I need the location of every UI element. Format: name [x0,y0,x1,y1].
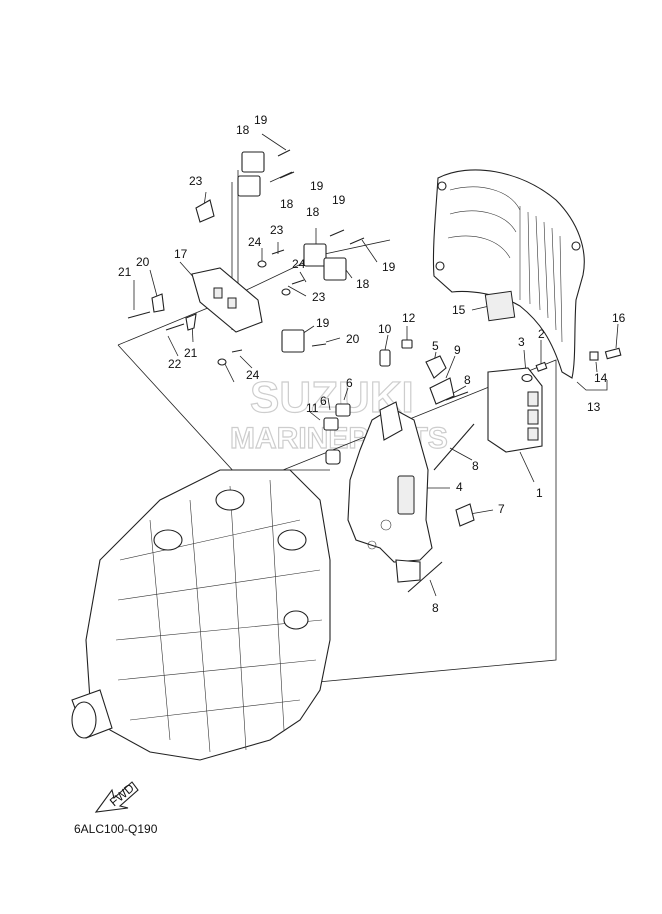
callout: 19 [332,193,346,207]
callout: 18 [236,123,250,137]
sensor-parts [323,339,475,527]
callout: 19 [254,113,268,127]
callout: 20 [136,255,150,269]
callout: 24 [292,257,306,271]
callout: 6 [346,376,353,390]
callout: 20 [346,332,360,346]
callout: 23 [189,174,203,188]
callout: 23 [270,223,284,237]
callout: 3 [518,335,525,349]
ecu-unit [487,367,543,453]
callout: 9 [454,343,461,357]
callout: 18 [356,277,370,291]
callout: 21 [118,265,132,279]
callout: 7 [498,502,505,516]
diagram-code: 6ALC100-Q190 [74,822,158,836]
callout: 5 [432,339,439,353]
callout: 10 [378,322,392,336]
callout: 11 [306,401,319,415]
callout: 2 [538,327,545,341]
callout: 17 [174,247,188,261]
small-fasteners [521,347,622,383]
relays [237,149,365,353]
callout: 21 [184,346,198,360]
main-bracket [347,401,433,583]
callout: 12 [402,311,416,325]
long-screws [407,391,475,593]
callout: 23 [312,290,326,304]
ecu-cover [432,169,585,379]
callout: 18 [306,205,320,219]
callout: 14 [594,371,608,385]
callout: 18 [280,197,294,211]
callout: 19 [316,316,330,330]
callout: 15 [452,303,466,317]
callout: 24 [248,235,262,249]
fwd-arrow: FWD [94,781,139,813]
callout: 19 [382,260,396,274]
callout: 8 [464,373,471,387]
callout: 22 [168,357,182,371]
callout-labels: 1 2 3 4 5 6 6 7 8 8 8 9 10 11 12 13 14 1… [118,113,626,615]
callout: 13 [587,400,601,414]
callout: 1 [536,486,543,500]
relay-bracket [127,199,305,366]
engine-block [71,469,331,761]
callout: 16 [612,311,626,325]
callout: 19 [310,179,324,193]
callout: 8 [432,601,439,615]
callout: 6 [320,394,327,408]
callout: 24 [246,368,260,382]
callout: 4 [456,480,463,494]
callout: 8 [472,459,479,473]
